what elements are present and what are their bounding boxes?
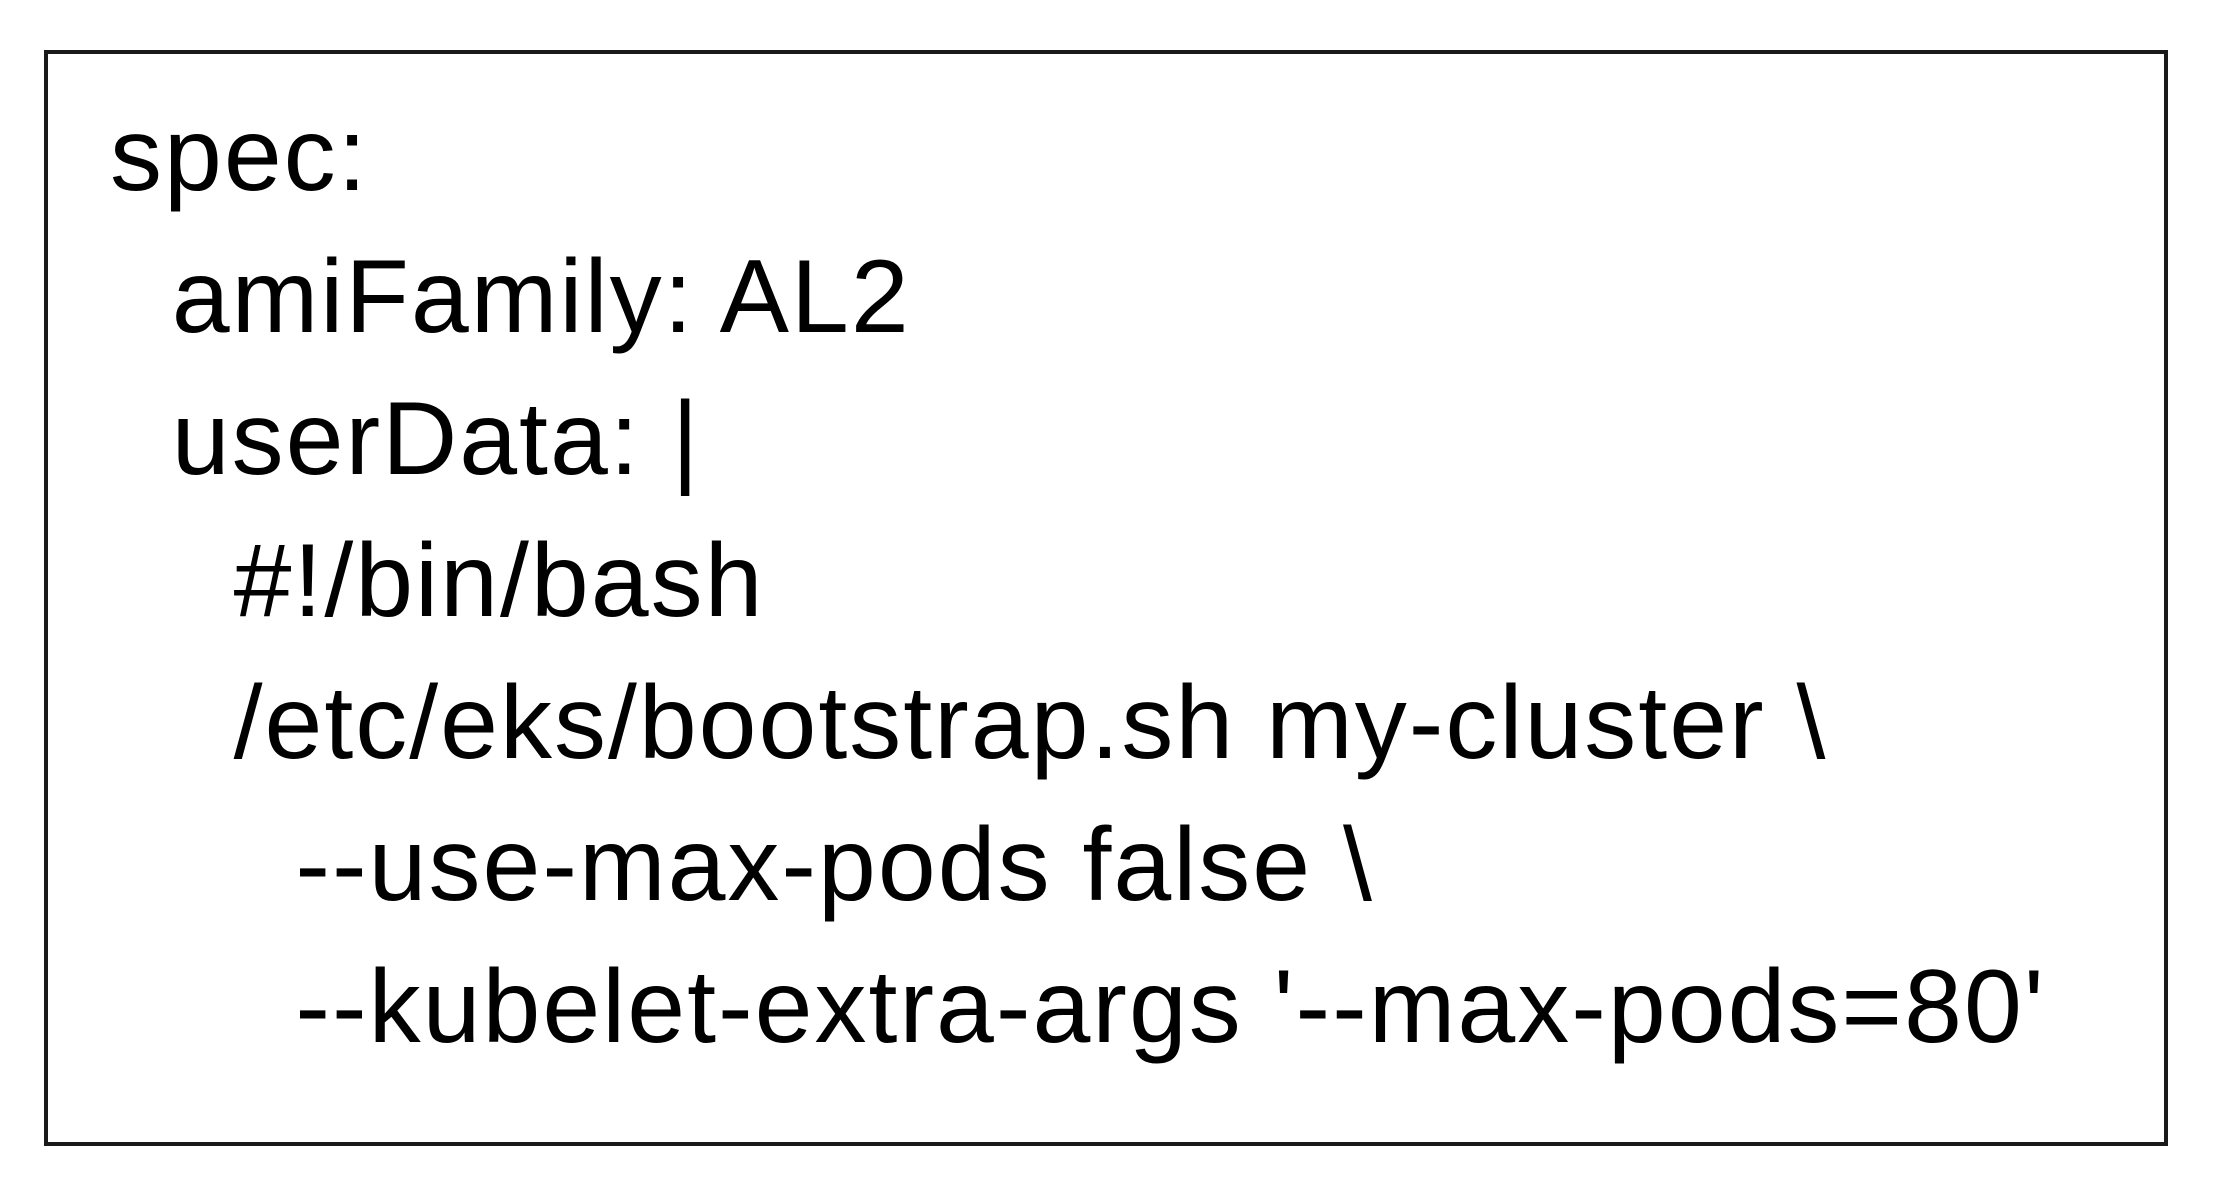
code-line-amifamily: amiFamily: AL2: [110, 239, 911, 355]
code-line-use-max-pods: --use-max-pods false \: [110, 807, 1374, 923]
code-line-kubelet-extra-args: --kubelet-extra-args '--max-pods=80': [110, 949, 2046, 1065]
code-block: spec: amiFamily: AL2 userData: | #!/bin/…: [48, 54, 2056, 1078]
code-line-shebang: #!/bin/bash: [110, 523, 765, 639]
code-line-bootstrap: /etc/eks/bootstrap.sh my-cluster \: [110, 665, 1828, 781]
code-line-userdata: userData: |: [110, 381, 701, 497]
code-line-spec: spec:: [110, 97, 369, 213]
code-snippet-box: spec: amiFamily: AL2 userData: | #!/bin/…: [44, 50, 2168, 1146]
